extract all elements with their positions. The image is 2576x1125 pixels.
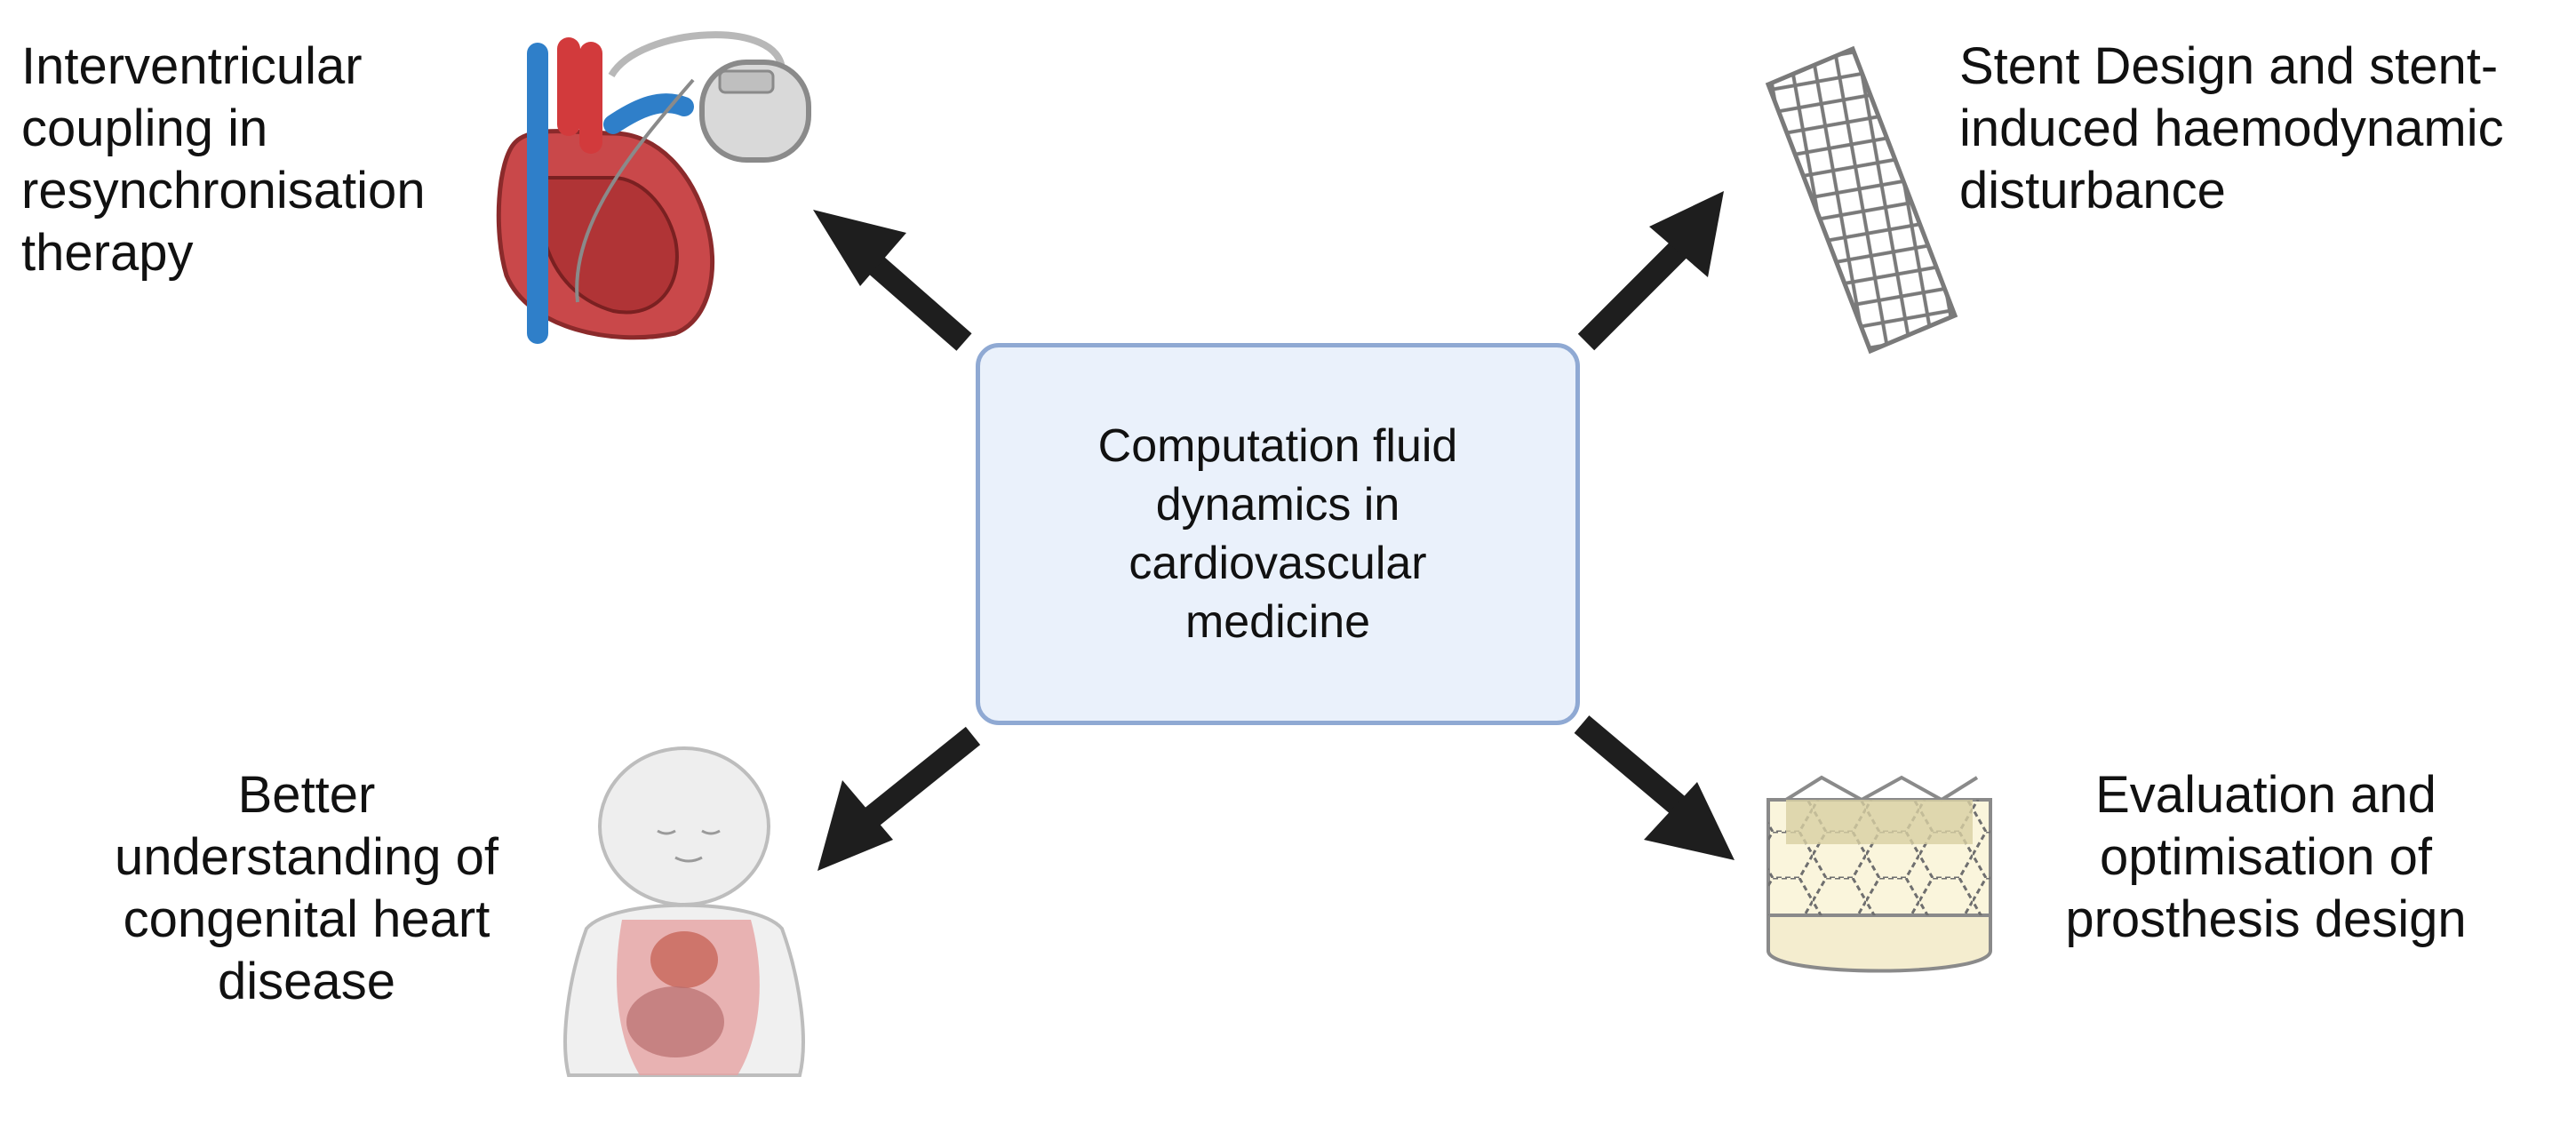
arrow-top-left	[813, 210, 972, 351]
arrow-bottom-left	[817, 726, 981, 871]
stent-icon	[1765, 45, 1958, 355]
topic-bottom-left: Better understanding of congenital heart…	[114, 766, 499, 1010]
topic-bottom-right: Evaluation and optimisation of prosthesi…	[2065, 766, 2467, 948]
heart-with-pacemaker-icon	[496, 31, 811, 344]
central-topic-text: Computation fluid dynamics in cardiovasc…	[1097, 420, 1458, 648]
arrow-bottom-right	[1574, 715, 1735, 860]
infant-anatomy-icon	[563, 746, 805, 1077]
arrow-top-right	[1577, 191, 1724, 351]
central-topic-box: Computation fluid dynamics in cardiovasc…	[976, 343, 1580, 725]
valve-prosthesis-icon	[1767, 775, 1992, 973]
topic-top-right: Stent Design and stent- induced haemodyn…	[1959, 37, 2504, 219]
topic-top-left: Interventricular coupling in resynchroni…	[21, 37, 426, 282]
